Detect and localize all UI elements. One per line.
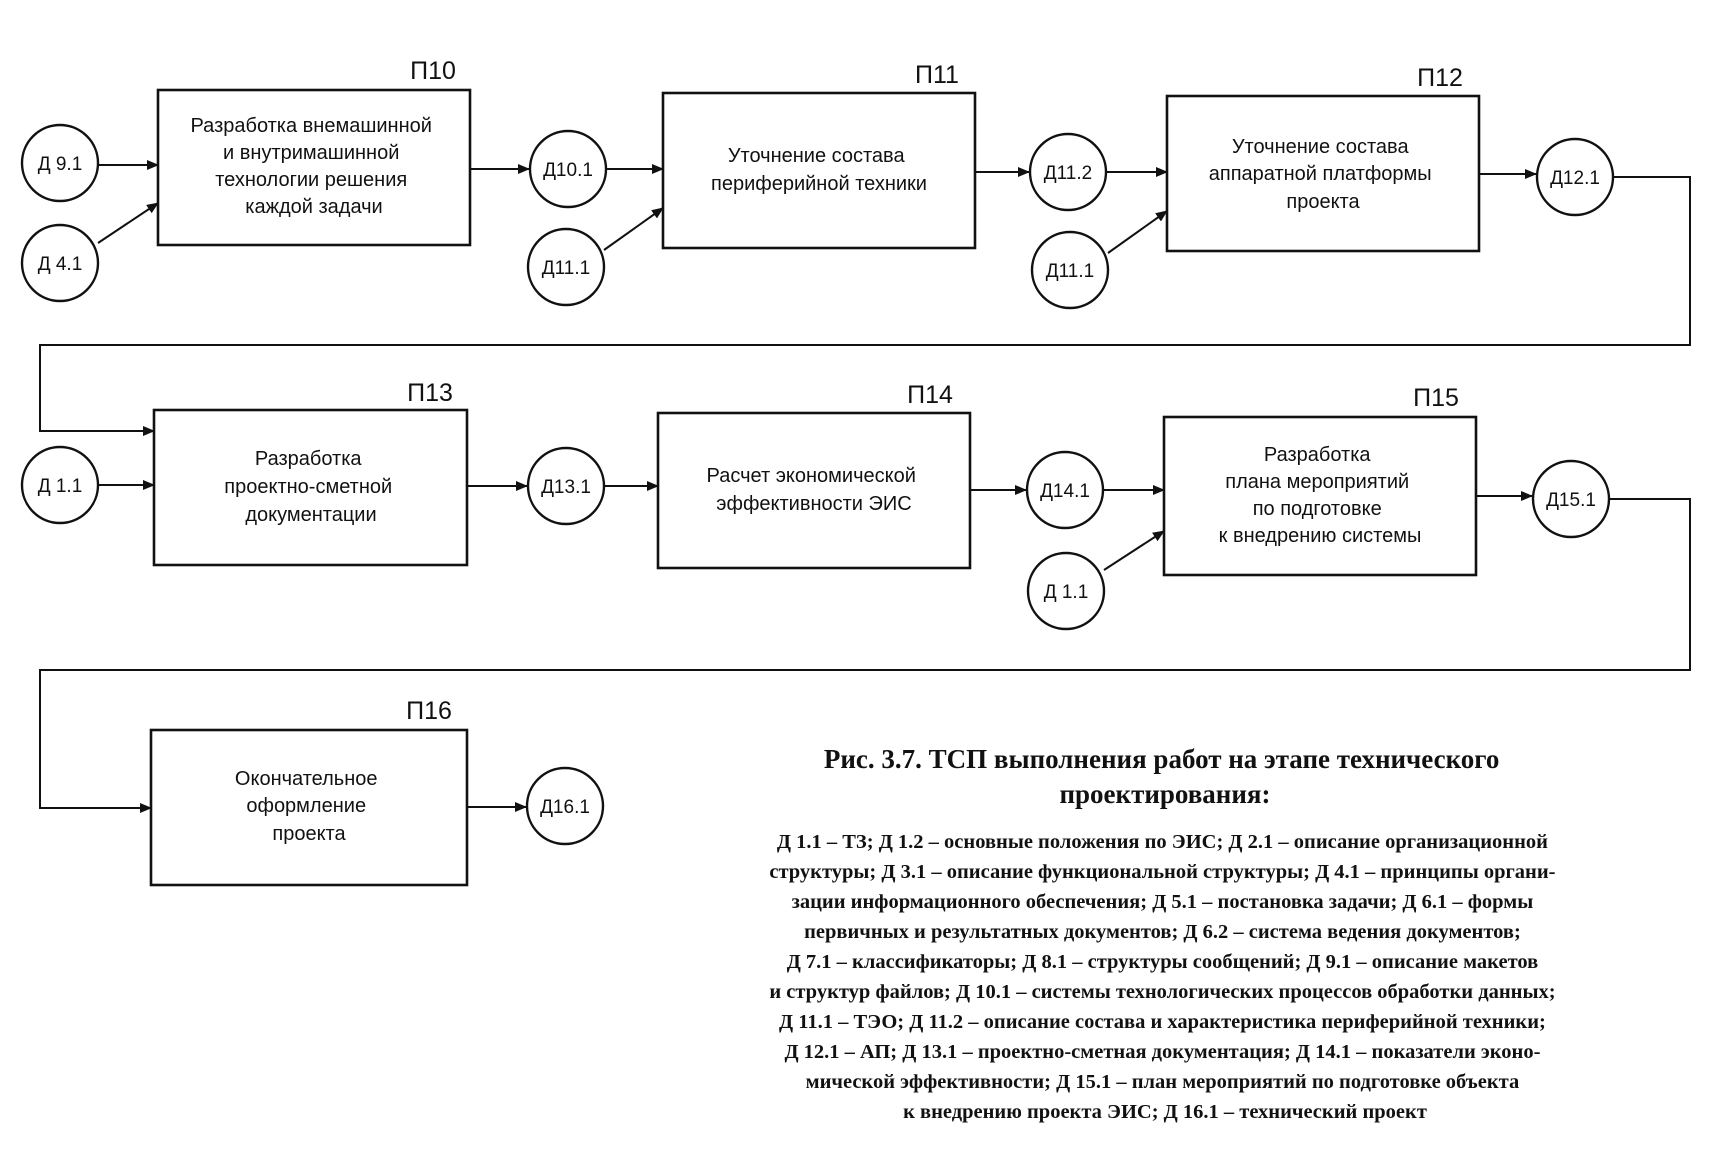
document-d12_1: Д12.1 [1535, 137, 1615, 217]
process-p12: П12 Уточнение состава аппаратной платфор… [1165, 64, 1481, 253]
edge-d1_1b-p15 [1103, 530, 1165, 571]
process-p15: П15 Разработка плана мероприятий по подг… [1162, 384, 1478, 577]
process-label: П15 [1413, 384, 1459, 412]
document-d9_1: Д 9.1 [20, 123, 100, 203]
document-d15_1: Д15.1 [1531, 459, 1611, 539]
process-p11: П11 Уточнение состава периферийной техни… [661, 61, 977, 250]
document-label: Д 9.1 [38, 154, 83, 175]
process-text: Разработка внемашинной и внутримашинной … [191, 115, 438, 218]
figure-caption: Рис. 3.7. ТСП выполнения работ на этапе … [769, 744, 1560, 1123]
document-label: Д 1.1 [38, 476, 83, 497]
process-p14: П14 Расчет экономической эффективности Э… [656, 381, 972, 570]
process-label: П14 [907, 381, 953, 409]
process-text: Разработка проектно-сметной документации [224, 448, 397, 526]
process-p10: П10 Разработка внемашинной и внутримашин… [156, 57, 472, 247]
edge-d11_1a-p11 [603, 207, 664, 251]
document-label: Д11.1 [542, 258, 590, 279]
document-label: Д14.1 [1040, 481, 1090, 502]
edge-d12_1-p13 [39, 176, 1691, 436]
caption-title: Рис. 3.7. ТСП выполнения работ на этапе … [824, 744, 1506, 809]
process-p16: П16 Окончательное оформление проекта [149, 697, 469, 887]
document-d4_1: Д 4.1 [20, 223, 100, 303]
process-label: П12 [1417, 64, 1463, 92]
process-text: Разработка плана мероприятий по подготов… [1219, 444, 1422, 547]
connectors [39, 160, 1691, 813]
document-label: Д 4.1 [38, 254, 83, 275]
document-label: Д13.1 [541, 477, 591, 498]
process-label: П16 [406, 697, 452, 725]
document-d1_1b: Д 1.1 [1026, 551, 1106, 631]
document-d10_1: Д10.1 [528, 129, 608, 209]
document-d14_1: Д14.1 [1025, 450, 1105, 530]
process-label: П11 [915, 61, 959, 89]
process-text: Окончательное оформление проекта [235, 768, 383, 845]
process-p13: П13 Разработка проектно-сметной документ… [152, 379, 469, 567]
document-label: Д11.2 [1044, 163, 1092, 184]
document-label: Д 1.1 [1044, 582, 1089, 603]
caption-legend: Д 1.1 – ТЗ; Д 1.2 – основные положения п… [769, 831, 1560, 1123]
process-label: П13 [407, 379, 453, 407]
document-label: Д12.1 [1550, 168, 1600, 189]
edge-d4_1-p10 [97, 202, 159, 244]
process-label: П10 [410, 57, 456, 85]
document-label: Д15.1 [1546, 490, 1596, 511]
document-d16_1: Д16.1 [525, 766, 605, 846]
edge-d11_1b-p12 [1107, 210, 1168, 254]
document-label: Д16.1 [540, 797, 590, 818]
process-text: Уточнение состава аппаратной платформы п… [1209, 136, 1438, 213]
document-label: Д11.1 [1046, 261, 1094, 282]
process-text: Уточнение состава периферийной техники [711, 145, 927, 195]
document-d1_1a: Д 1.1 [20, 445, 100, 525]
document-d11_1b: Д11.1 [1030, 230, 1110, 310]
edge-d15_1-p16 [39, 498, 1691, 813]
document-d13_1: Д13.1 [526, 446, 606, 526]
document-d11_1a: Д11.1 [526, 227, 606, 307]
document-d11_2: Д11.2 [1028, 132, 1108, 212]
process-text: Расчет экономической эффективности ЭИС [707, 465, 922, 515]
document-label: Д10.1 [543, 160, 593, 181]
